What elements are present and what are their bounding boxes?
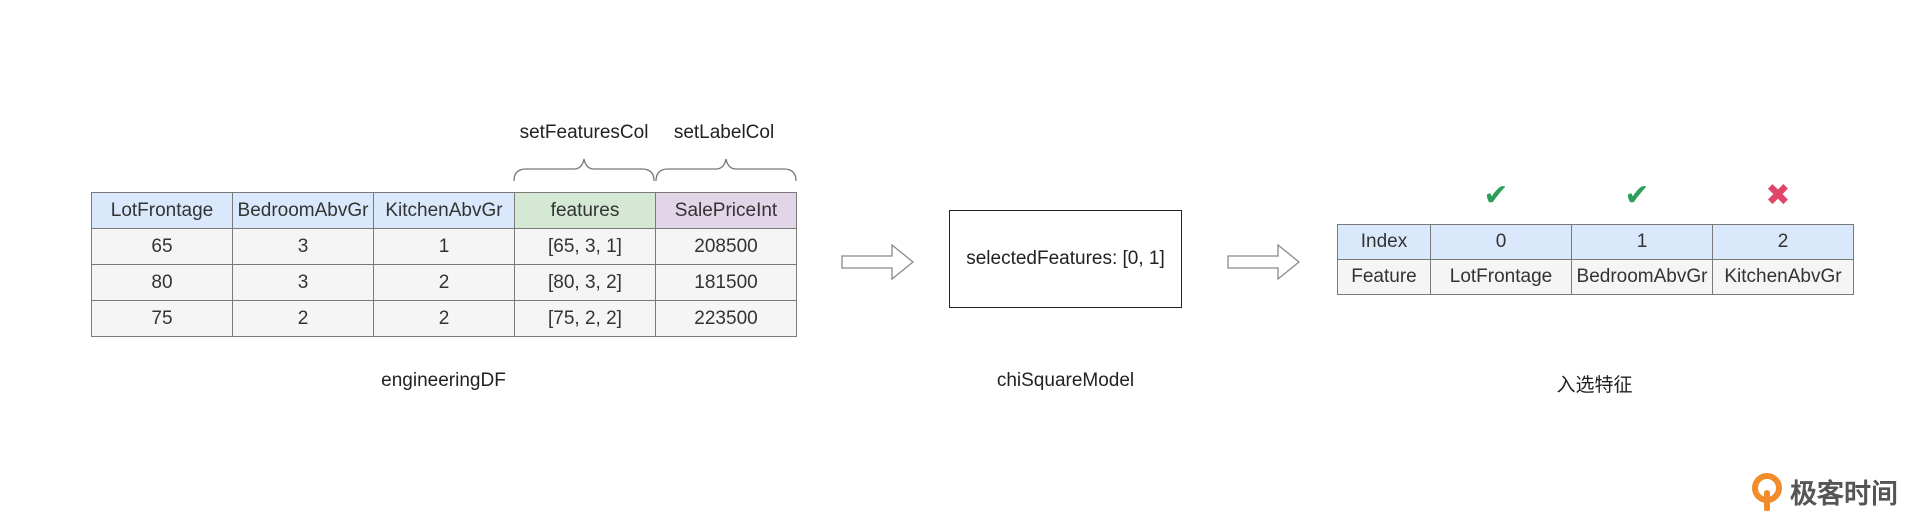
selected-features-caption: 入选特征: [1556, 375, 1633, 396]
check-mark-icon: ✔: [1483, 179, 1509, 212]
table-cell: 3: [232, 228, 374, 265]
table-cell: 2: [232, 300, 374, 337]
set-features-col-label: setFeaturesCol: [519, 122, 649, 143]
feature-cell: KitchenAbvGr: [1712, 259, 1854, 295]
features-brace: [513, 158, 655, 182]
table-header-row: LotFrontage BedroomAbvGr KitchenAbvGr fe…: [91, 192, 797, 229]
arrow-right-icon: [841, 243, 915, 281]
table-cell: [75, 2, 2]: [514, 300, 656, 337]
feature-row: Feature LotFrontage BedroomAbvGr Kitchen…: [1337, 259, 1854, 295]
table-cell: 223500: [655, 300, 797, 337]
table-cell: [65, 3, 1]: [514, 228, 656, 265]
table-cell: 208500: [655, 228, 797, 265]
header-sale-price: SalePriceInt: [655, 192, 797, 229]
table-row: 65 3 1 [65, 3, 1] 208500: [91, 228, 797, 265]
table-cell: [80, 3, 2]: [514, 264, 656, 301]
header-lot-frontage: LotFrontage: [91, 192, 233, 229]
table-cell: 65: [91, 228, 233, 265]
header-bedroom: BedroomAbvGr: [232, 192, 374, 229]
geektime-logo-icon: [1752, 472, 1782, 511]
table-cell: 75: [91, 300, 233, 337]
table-cell: 3: [232, 264, 374, 301]
curly-braces: [513, 158, 797, 182]
index-label: Index: [1337, 224, 1431, 260]
selected-features-text: selectedFeatures: [0, 1]: [966, 248, 1165, 269]
feature-label: Feature: [1337, 259, 1431, 295]
index-cell: 1: [1571, 224, 1713, 260]
index-cell: 0: [1430, 224, 1572, 260]
table-cell: 1: [373, 228, 515, 265]
logo-text: 极客时间: [1790, 479, 1898, 509]
check-mark-icon: ✔: [1624, 179, 1650, 212]
feature-cell: LotFrontage: [1430, 259, 1572, 295]
table-cell: 2: [373, 300, 515, 337]
engineering-df-caption: engineeringDF: [381, 370, 506, 391]
table-cell: 80: [91, 264, 233, 301]
engineering-df-table: LotFrontage BedroomAbvGr KitchenAbvGr fe…: [91, 192, 797, 337]
label-brace: [655, 158, 797, 182]
table-cell: 2: [373, 264, 515, 301]
feature-cell: BedroomAbvGr: [1571, 259, 1713, 295]
header-kitchen: KitchenAbvGr: [373, 192, 515, 229]
chi-square-model-box: selectedFeatures: [0, 1]: [949, 210, 1182, 308]
chi-square-model-caption: chiSquareModel: [996, 370, 1135, 391]
index-cell: 2: [1712, 224, 1854, 260]
arrow-right-icon: [1227, 243, 1301, 281]
header-features: features: [514, 192, 656, 229]
cross-mark-icon: ✖: [1765, 179, 1791, 212]
table-row: 75 2 2 [75, 2, 2] 223500: [91, 300, 797, 337]
geektime-logo: 极客时间: [1752, 472, 1898, 511]
table-cell: 181500: [655, 264, 797, 301]
index-row: Index 0 1 2: [1337, 224, 1854, 260]
table-row: 80 3 2 [80, 3, 2] 181500: [91, 264, 797, 301]
selected-features-table: Index 0 1 2 Feature LotFrontage BedroomA…: [1337, 224, 1854, 295]
set-label-col-label: setLabelCol: [673, 122, 775, 143]
